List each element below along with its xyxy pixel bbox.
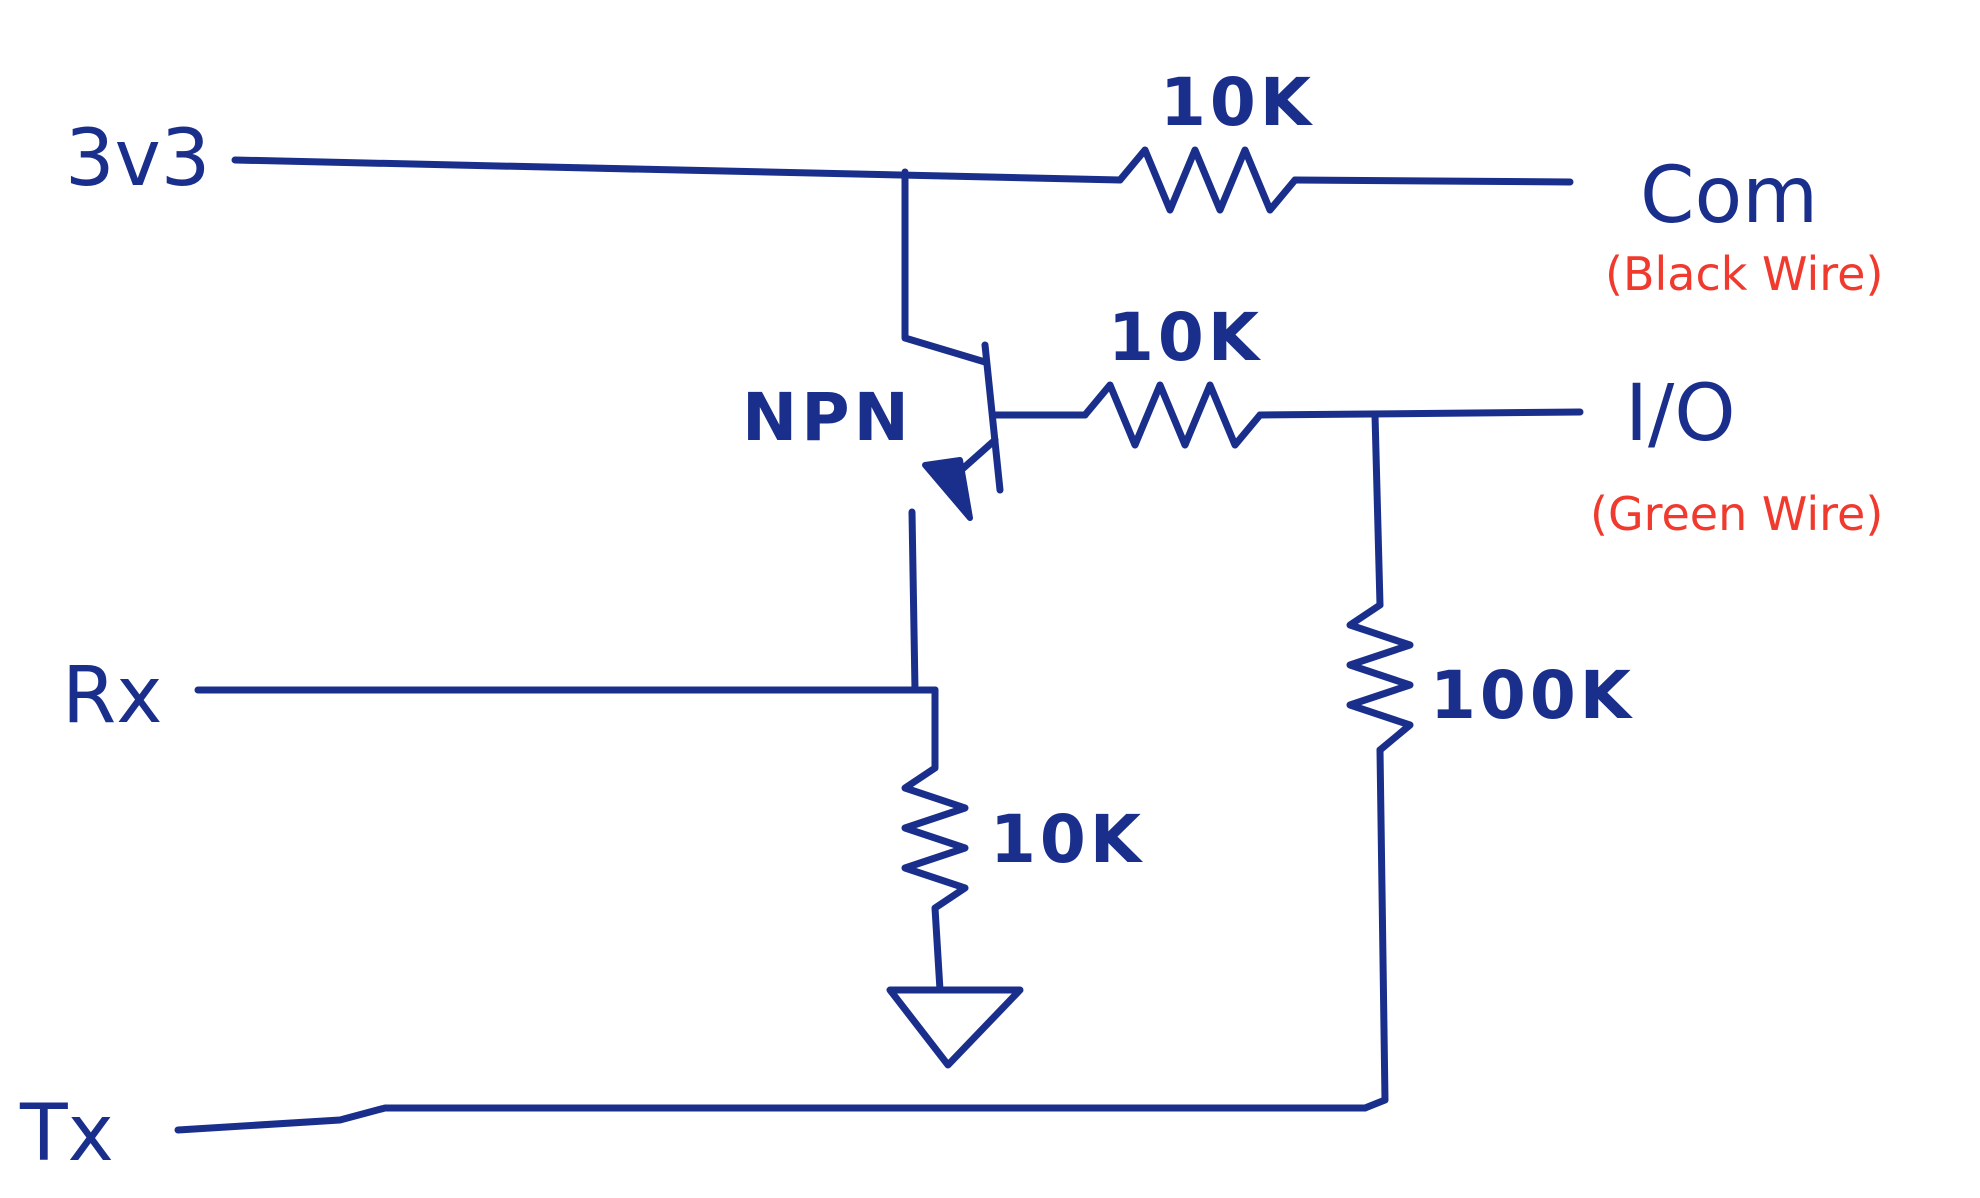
com-wire-note: (Black Wire) — [1605, 247, 1883, 301]
r-pulldown-resistor-icon — [901, 686, 969, 994]
tx-drop-wire — [1361, 746, 1389, 1112]
emitter-arrow-icon — [922, 457, 973, 521]
ground-icon — [886, 986, 1024, 1069]
rx-label: Rx — [62, 651, 162, 741]
collector-supply-wire — [901, 168, 989, 366]
r-base-resistor-icon — [1081, 381, 1264, 449]
r-com-resistor-icon — [1116, 146, 1299, 214]
r-com-value: 10K — [1160, 64, 1315, 141]
supply-rail-wire — [231, 156, 1124, 184]
com-wire — [1291, 176, 1574, 186]
supply-label: 3v3 — [65, 114, 210, 204]
com-label: Com — [1640, 151, 1818, 241]
r-tx-resistor-icon — [1346, 601, 1414, 754]
r-base-value: 10K — [1108, 299, 1263, 376]
tx-wire — [174, 1104, 1369, 1134]
r-pulldown-value: 10K — [990, 801, 1145, 878]
emitter-wire — [908, 508, 939, 694]
io-wire — [1256, 408, 1584, 419]
r-tx-value: 100K — [1430, 657, 1635, 734]
transistor-label: NPN — [742, 379, 913, 456]
npn-transistor-icon — [922, 341, 1004, 521]
transistor-base-bar — [981, 341, 1004, 494]
io-label: I/O — [1625, 369, 1736, 459]
tx-label: Tx — [19, 1089, 114, 1179]
io-drop-wire — [1371, 411, 1384, 609]
io-wire-note: (Green Wire) — [1590, 487, 1883, 541]
